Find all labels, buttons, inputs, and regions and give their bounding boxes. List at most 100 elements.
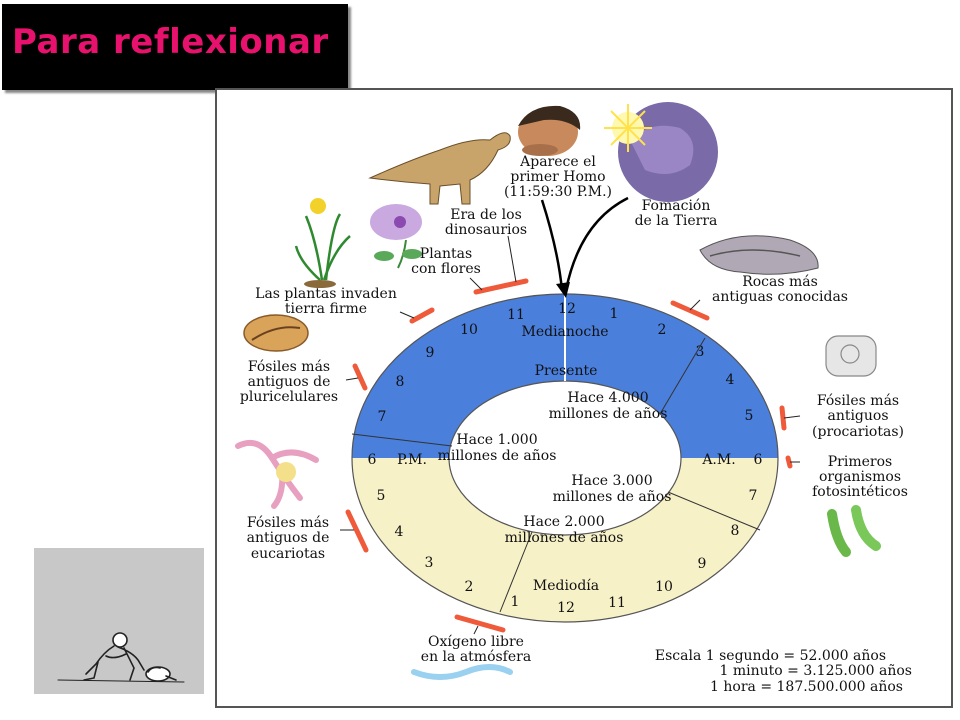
scale-line: 1 hora = 187.500.000 años [710, 679, 903, 695]
clock-number: 12 [558, 301, 576, 317]
flower-icon [370, 204, 422, 269]
ago-1000-label: millones de años [438, 448, 557, 464]
marker-land-plants [409, 307, 435, 324]
clock-number: 1 [511, 594, 520, 610]
dinosaur-icon [368, 132, 511, 205]
clock-number: 4 [726, 372, 735, 388]
ago-4000-label: Hace 4.000 [567, 390, 648, 406]
scale-line: 1 minuto = 3.125.000 años [719, 663, 912, 679]
prokaryotes-label: Fósiles más [817, 393, 899, 409]
clock-number: 6 [754, 452, 763, 468]
present-label: Presente [535, 363, 598, 379]
prokaryotes-label: antiguos [827, 408, 888, 424]
clock-number: 7 [749, 488, 758, 504]
pm-label: P.M. [397, 452, 427, 468]
ago-2000-label: Hace 2.000 [523, 514, 604, 530]
marker-dinosaurs [473, 278, 529, 295]
ago-1000-label: Hace 1.000 [456, 432, 537, 448]
clock-number: 3 [425, 555, 434, 571]
rocks-label: Rocas más [742, 274, 818, 290]
rocks-label: antiguas conocidas [712, 289, 848, 305]
ago-3000-label: Hace 3.000 [571, 473, 652, 489]
clock-number: 1 [610, 306, 619, 322]
event-markers [345, 278, 793, 633]
photosynthetic-label: fotosintéticos [812, 484, 908, 500]
dial-radial-lines [351, 294, 761, 613]
prokaryotes-label: (procariotas) [812, 424, 904, 440]
earth-icon [604, 102, 718, 202]
clock-number: 5 [377, 488, 386, 504]
clock-number: 3 [696, 344, 705, 360]
pluricellular-label: Fósiles más [248, 359, 330, 375]
marker-rocks [670, 300, 710, 321]
clock-number: 9 [426, 345, 435, 361]
clock-number: 5 [745, 408, 754, 424]
earth-label: de la Tierra [635, 213, 718, 229]
clock-dial [351, 293, 779, 623]
event-labels: Aparece el primer Homo (11:59:30 P.M.) F… [240, 154, 908, 665]
land-plants-label: tierra firme [285, 301, 367, 317]
clock-number: 9 [698, 556, 707, 572]
cartoon-panel [34, 548, 204, 694]
scale-line: Escala 1 segundo = 52.000 años [655, 648, 886, 664]
arrows-to-midnight [540, 196, 629, 298]
plant-icon [294, 198, 351, 288]
marker-eukaryotes [345, 509, 369, 553]
eukaryote-icon [235, 440, 319, 509]
clock-number: 10 [655, 579, 673, 595]
fossil-icon [243, 314, 309, 352]
pluricellular-label: antiguos de [248, 374, 331, 390]
clock-number: 2 [658, 322, 667, 338]
homo-arrow [540, 199, 564, 291]
ago-4000-label: millones de años [549, 406, 668, 422]
homo-label: primer Homo [510, 169, 605, 185]
clock-number: 8 [396, 374, 405, 390]
clock-number: 4 [395, 524, 404, 540]
rocks-icon [699, 235, 819, 275]
eukaryotes-label: antiguos de [247, 530, 330, 546]
eukaryotes-label: Fósiles más [247, 515, 329, 531]
illustrations [235, 102, 881, 680]
human-head-icon [518, 105, 581, 156]
slide-title: Para reflexionar [12, 22, 329, 62]
clock-number: 11 [507, 307, 525, 323]
noon-label: Mediodía [533, 578, 599, 594]
clock-number: 2 [465, 579, 474, 595]
dinosaurs-label: dinosaurios [445, 222, 527, 238]
leader-lines [340, 235, 801, 635]
homo-label: Aparece el [519, 154, 596, 170]
dinosaurs-label: Era de los [450, 207, 522, 223]
oxygen-label: en la atmósfera [421, 649, 531, 665]
midnight-label: Medianoche [522, 324, 609, 340]
marker-photosynthetic [785, 455, 793, 469]
clock-numbers: 12 1 2 3 4 5 6 7 8 9 10 11 12 1 2 3 4 5 … [368, 301, 763, 616]
pluricellular-label: pluricelulares [240, 389, 338, 405]
marker-oxygen [454, 614, 506, 633]
crawling-person-icon [57, 632, 185, 683]
photosynthetic-label: organismos [819, 469, 901, 485]
earth-label: Fomación [642, 198, 711, 214]
clock-number: 11 [608, 595, 626, 611]
clock-number: 8 [731, 523, 740, 539]
scale-legend: Escala 1 segundo = 52.000 años 1 minuto … [655, 648, 912, 695]
oxygen-icon [411, 664, 513, 680]
earth-arrow [564, 196, 629, 291]
prokaryote-icon [825, 335, 877, 377]
clock-number: 6 [368, 452, 377, 468]
flowers-label: Plantas [420, 246, 472, 262]
slide-title-box: Para reflexionar [2, 4, 348, 90]
ago-2000-label: millones de años [505, 530, 624, 546]
homo-label: (11:59:30 P.M.) [504, 184, 612, 200]
land-plants-label: Las plantas invaden [255, 286, 397, 302]
ago-3000-label: millones de años [553, 489, 672, 505]
marker-pluricellular [352, 363, 368, 391]
clock-number: 10 [460, 322, 478, 338]
cyanobacteria-icon [827, 505, 881, 557]
clock-number: 12 [557, 600, 575, 616]
photosynthetic-label: Primeros [828, 454, 892, 470]
oxygen-label: Oxígeno libre [428, 634, 524, 650]
marker-prokaryotes [779, 405, 787, 431]
dial-labels: Medianoche Mediodía P.M. A.M. Presente H… [397, 324, 736, 594]
eukaryotes-label: eucariotas [251, 546, 325, 562]
